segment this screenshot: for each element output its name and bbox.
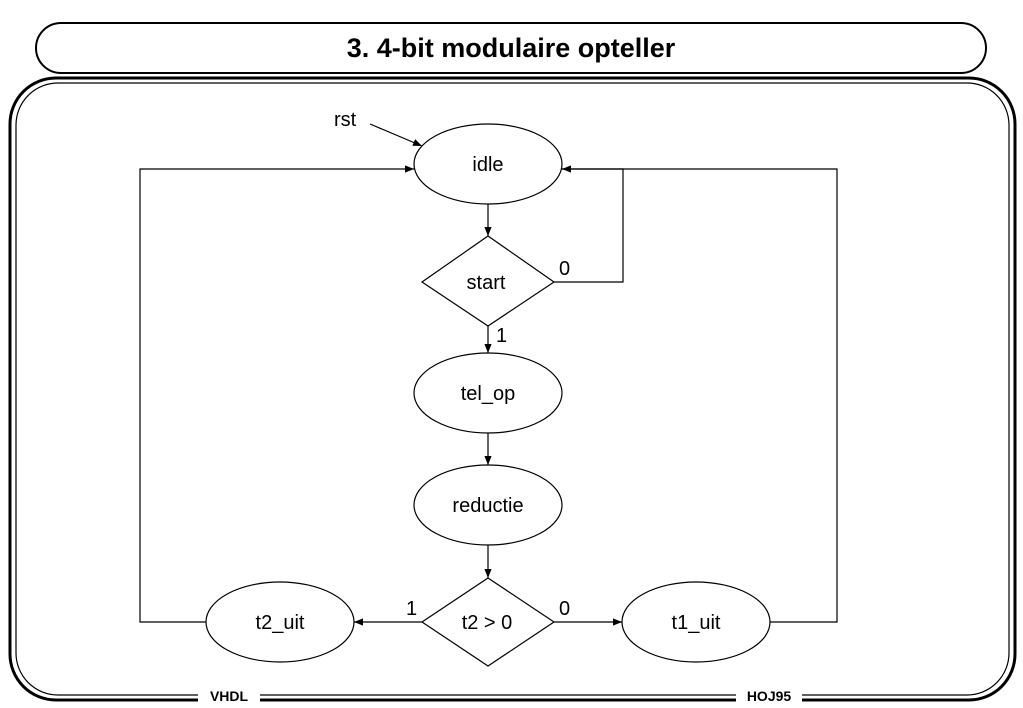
reset-arrow: [369, 123, 423, 147]
edge-label-t2-false: 0: [559, 598, 570, 620]
edge-label-start-true: 1: [496, 325, 507, 347]
state-reductie-label: reductie: [452, 495, 523, 517]
decision-start-label: start: [467, 272, 506, 294]
edge-label-start-false: 0: [559, 258, 570, 280]
decision-t2-label: t2 > 0: [462, 612, 513, 634]
arrow-t2-uit-to-idle: [139, 165, 414, 623]
state-t1-uit-label: t1_uit: [672, 612, 721, 634]
title-banner: 3. 4-bit modulaire opteller: [35, 22, 987, 74]
reset-label: rst: [334, 109, 357, 131]
main-frame: [8, 76, 1017, 702]
arrow-t1-uit-to-idle: [562, 168, 838, 623]
footer-right-label: HOJ95: [747, 688, 792, 704]
edge-label-t2-true: 1: [406, 598, 417, 620]
state-idle-label: idle: [472, 154, 503, 176]
main-frame-inner: [15, 82, 1010, 696]
page-title: 3. 4-bit modulaire opteller: [346, 32, 676, 63]
state-tel-op-label: tel_op: [461, 383, 516, 405]
footer-left-label: VHDL: [210, 688, 249, 704]
decision-t2: [420, 577, 556, 667]
state-t2-uit-label: t2_uit: [256, 612, 305, 634]
